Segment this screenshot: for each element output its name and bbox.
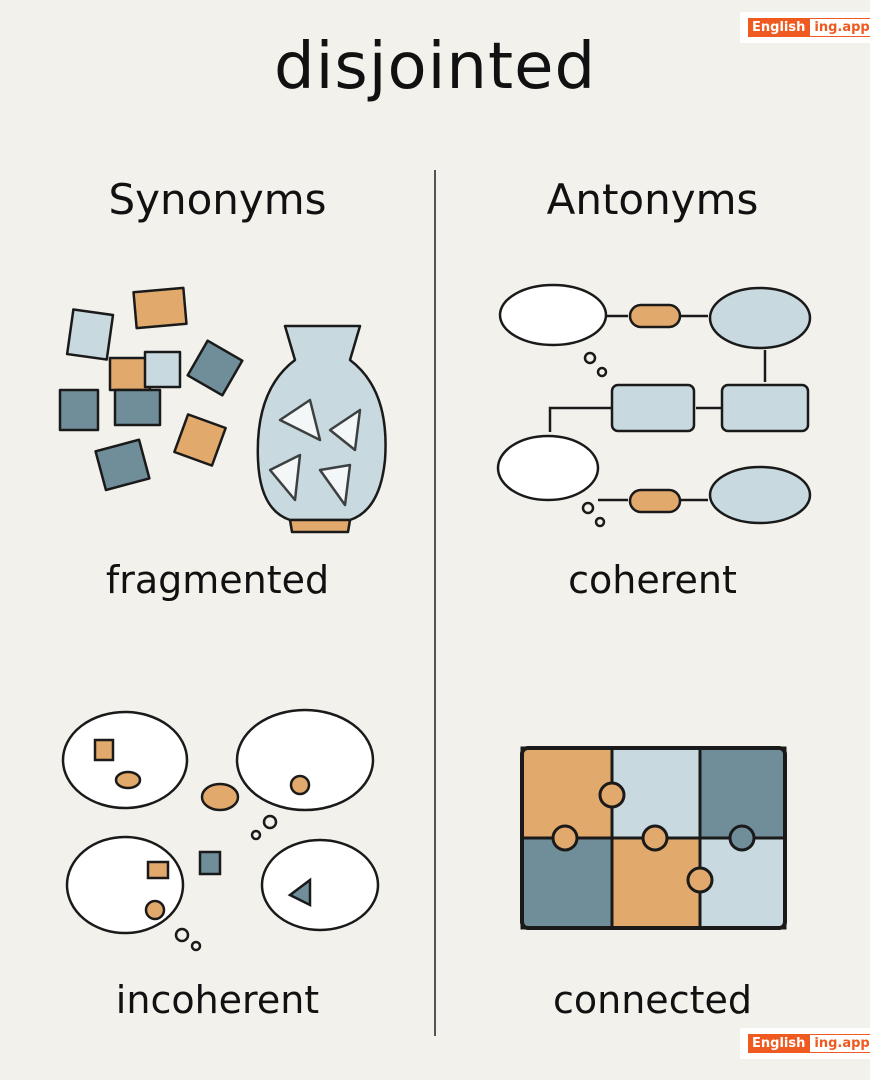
antonyms-heading: Antonyms — [546, 175, 759, 224]
divider — [434, 170, 436, 1036]
logo-part1: English — [748, 18, 810, 37]
antonym-word-coherent: coherent — [568, 558, 737, 602]
page-title: disjointed — [273, 30, 597, 104]
synonyms-heading: Synonyms — [108, 175, 327, 224]
logo-part2: ing.app — [809, 18, 870, 37]
logo-part1: English — [748, 1034, 810, 1053]
synonym-word-fragmented: fragmented — [105, 558, 330, 602]
synonym-word-incoherent: incoherent — [115, 978, 320, 1022]
logo-part2: ing.app — [809, 1034, 870, 1053]
antonym-word-connected: connected — [553, 978, 752, 1022]
